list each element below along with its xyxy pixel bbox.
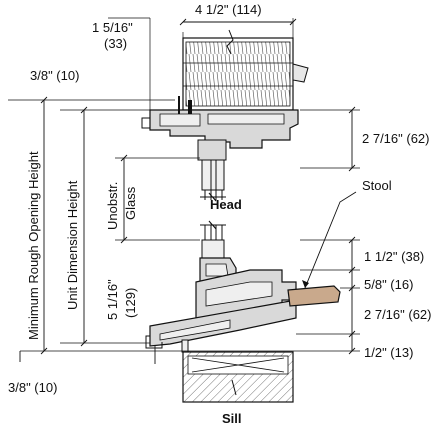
lower-sash [199,225,237,283]
sill-bottom-dimension: 1/2" (13) [364,345,413,360]
sill-label: Sill [222,411,242,426]
sill-upper-dimension: 1 1/2" (38) [364,249,424,264]
head-height-dimension: 2 7/16" (62) [362,131,430,146]
upper-sash [197,139,227,200]
head-offset-dimension: 1 5/16" [92,20,133,35]
unit-lower-dimension: 5 1/16" [105,279,120,320]
top-clearance-dimension: 3/8" (10) [30,68,79,83]
stool-offset-dimension: 5/8" (16) [364,277,413,292]
overall-width-dimension: 4 1/2" (114) [195,2,262,17]
dimension-lines [19,18,356,364]
stool-trim [287,285,341,307]
sill-height-dimension: 2 7/16" (62) [364,307,432,322]
head-frame-profile [141,96,299,149]
header-framing [182,29,309,111]
sill-framing [182,351,294,403]
glass-label: Glass [123,186,138,220]
min-rough-opening-label: Minimum Rough Opening Height [26,151,41,340]
sill-frame-profile [145,269,297,353]
break-line [200,192,226,230]
bottom-clearance-dimension: 3/8" (10) [8,380,57,395]
extension-lines [8,17,360,352]
head-label: Head [210,197,242,212]
stool-label: Stool [362,178,392,193]
stool-leader [304,191,357,289]
unit-lower-mm-dimension: (129) [123,288,138,318]
unobstructed-label: Unobstr. [105,182,120,230]
unit-dimension-label: Unit Dimension Height [65,180,80,310]
head-offset-mm-dimension: (33) [104,36,127,51]
